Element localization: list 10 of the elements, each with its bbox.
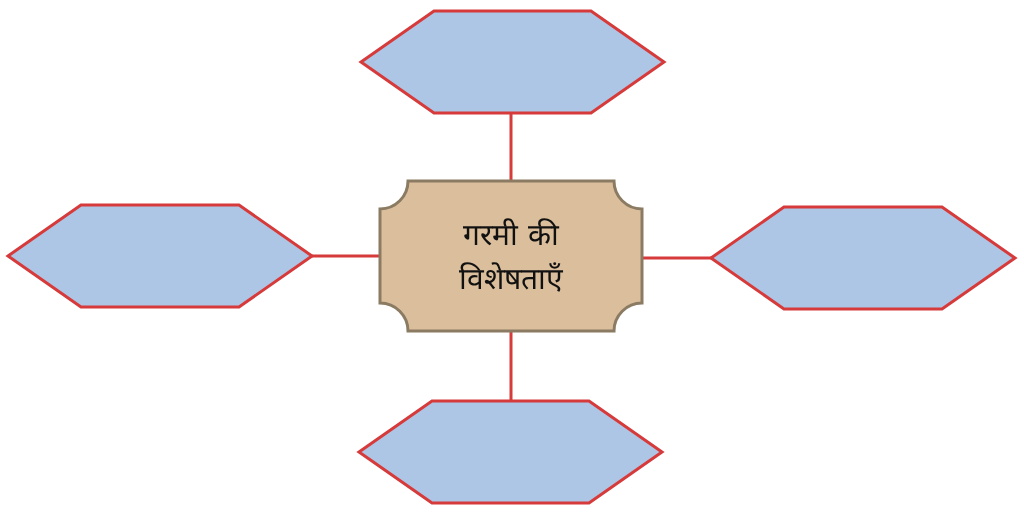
connector-line xyxy=(642,256,711,260)
empty-hexagon xyxy=(711,207,1015,309)
node-text: गरमी की विशेषताएँ xyxy=(458,215,564,297)
empty-hexagon xyxy=(359,401,662,503)
empty-hexagon xyxy=(8,205,312,307)
title-plaque xyxy=(380,181,642,331)
connector-line xyxy=(509,331,513,401)
empty-hexagon xyxy=(361,11,664,113)
connector-line xyxy=(312,254,380,258)
connector-line xyxy=(509,113,513,181)
